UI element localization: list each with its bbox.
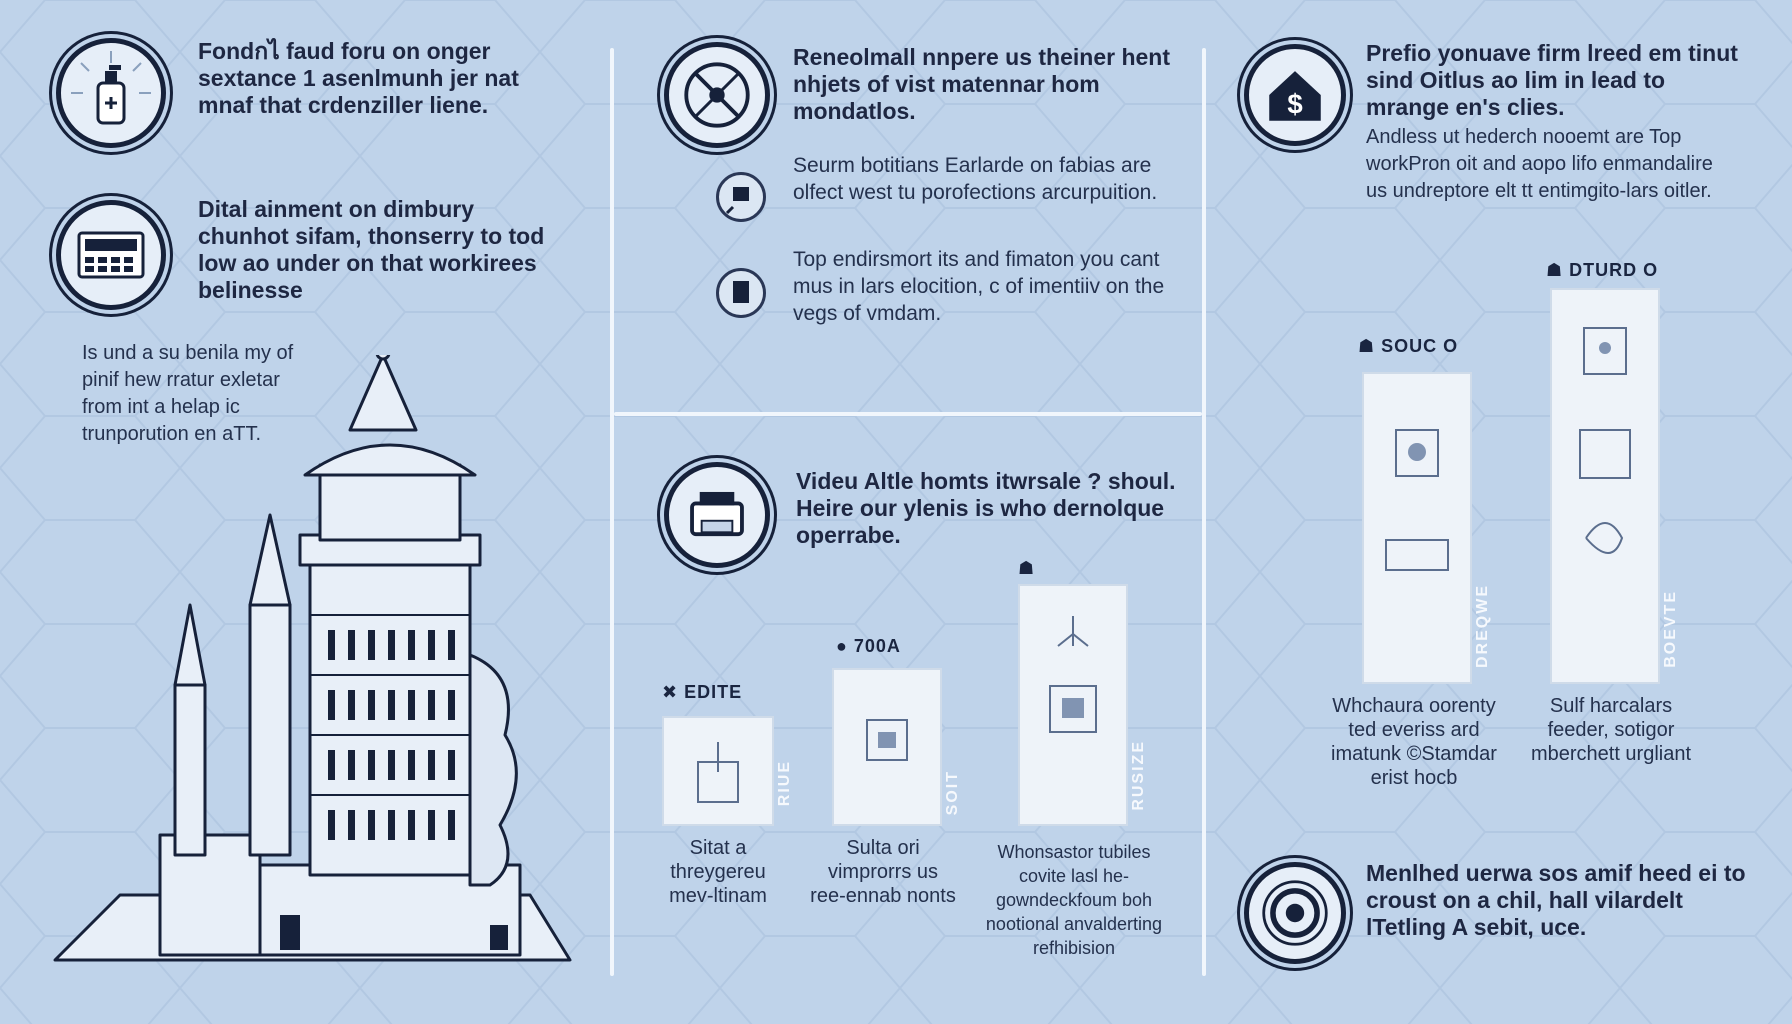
bar-side-label-3: RUSIZE — [1130, 740, 1147, 811]
col2-sub2-text: Top endirsmort its and fimaton you cant … — [793, 248, 1165, 325]
bar-side-label-2: SOIT — [944, 770, 961, 816]
column-divider-left — [610, 48, 614, 976]
bar-panel-1 — [662, 716, 774, 826]
tower-illustration — [53, 355, 572, 962]
svg-text:$: $ — [1287, 88, 1302, 119]
panel-tag-dturd: ☗ DTURD O — [1546, 260, 1659, 280]
panel-caption-2: Sulf harcalars feeder, sotigor mberchett… — [1530, 695, 1692, 765]
col2-top-heading: Reneolmall nnpere us theiner hent nhjets… — [793, 44, 1171, 124]
col3-sub-text: Andless ut hederch nooemt are Top workPr… — [1366, 126, 1713, 202]
no-bug-icon — [664, 42, 770, 148]
panel-caption-1: Whchaura oorenty ted everiss ard imatunk… — [1331, 695, 1497, 789]
search-icon — [716, 172, 766, 222]
panel-side-label-2: BOEVTE — [1662, 590, 1679, 668]
printer-icon — [664, 462, 770, 568]
bar-tag-edite: ✖ EDITE — [662, 682, 743, 702]
tall-panel-2 — [1550, 288, 1660, 684]
panel-side-label-1: DREQWE — [1474, 584, 1491, 668]
bar-panel-2 — [832, 668, 942, 826]
col1-item1-text: Fondกไ faud foru on onger sextance 1 ase… — [198, 38, 519, 118]
target-disc-icon — [1244, 862, 1346, 964]
house-dollar-icon: $ — [1244, 44, 1346, 146]
bar-tag-3: ☗ — [1018, 558, 1036, 578]
bar-caption-2: Sulta ori vimprorrs us ree-ennab nonts — [810, 837, 956, 907]
bar-side-label-1: RIUE — [776, 760, 793, 807]
tall-panel-1 — [1362, 372, 1472, 684]
col2-sub1-text: Seurm botitians Earlarde on fabias are o… — [793, 154, 1158, 204]
middle-section-divider — [614, 412, 1202, 416]
col3-bottom-text: Menlhed uerwa sos amif heed ei to croust… — [1366, 860, 1746, 940]
column-divider-right — [1202, 48, 1206, 976]
sanitizer-bottle-icon — [56, 38, 166, 148]
col1-item3-text: Is und a su benila my of pinif hew rratu… — [82, 342, 294, 445]
document-icon — [716, 268, 766, 318]
calculator-icon — [56, 200, 166, 310]
bar-panel-3 — [1018, 584, 1128, 826]
bar-tag-700a: ● 700A — [836, 636, 901, 656]
bar-caption-3: Whonsastor tubiles covite lasl he-gownde… — [985, 842, 1163, 958]
bar-caption-1: Sitat a threygereu mev-ltinam — [669, 837, 767, 907]
col2-bottom-heading: Videu Altle homts itwrsale ? shoul. Heir… — [796, 468, 1176, 548]
col3-heading: Prefio yonuave firm lreed em tinut sind … — [1366, 40, 1738, 120]
panel-tag-souc: ☗ SOUC O — [1358, 336, 1459, 356]
col1-item2-text: Dital ainment on dimbury chunhot sifam, … — [198, 196, 545, 303]
